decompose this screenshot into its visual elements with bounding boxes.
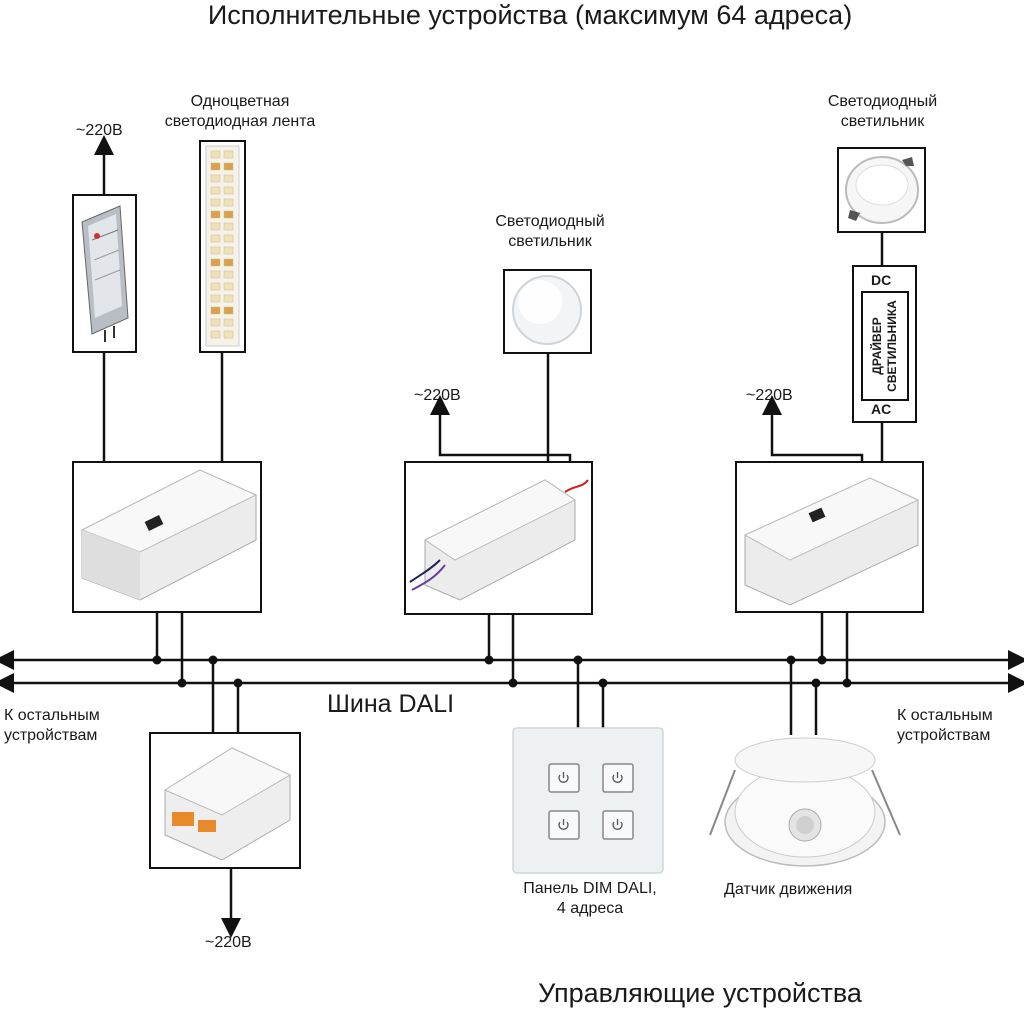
led-chip xyxy=(223,282,234,291)
led-chip xyxy=(223,270,234,279)
led-chip xyxy=(223,318,234,327)
led-chip xyxy=(223,258,234,267)
led-chip xyxy=(210,270,221,279)
left-edge-label: К остальным устройствам xyxy=(4,707,100,744)
dim-dali-panel-icon xyxy=(512,727,664,874)
led-chip xyxy=(210,306,221,315)
driver-ac-label: AC xyxy=(871,401,892,417)
dali-dimmer-icon xyxy=(409,479,589,601)
dali-bus-label: Шина DALI xyxy=(327,690,455,718)
led-chip xyxy=(210,162,221,171)
power-label-psu: ~220В xyxy=(76,122,123,139)
led-chip xyxy=(210,282,221,291)
motion-sensor-icon xyxy=(709,737,901,867)
led-chip xyxy=(223,234,234,243)
led-chip xyxy=(210,210,221,219)
led-chip xyxy=(210,330,221,339)
led-chip xyxy=(223,186,234,195)
led-chip xyxy=(210,234,221,243)
title-executive-devices: Исполнительные устройства (максимум 64 а… xyxy=(207,0,853,30)
led-chip xyxy=(223,222,234,231)
motion-sensor-label: Датчик движения xyxy=(724,881,853,898)
right-edge-label: К остальным устройствам xyxy=(897,707,993,744)
led-chip xyxy=(210,198,221,207)
led-chip xyxy=(223,330,234,339)
led-chip xyxy=(223,162,234,171)
panel-luminaire-icon xyxy=(512,275,582,345)
led-chip xyxy=(223,198,234,207)
led-chip xyxy=(210,186,221,195)
led-chip xyxy=(210,246,221,255)
panel-luminaire-label: Светодиодный светильник xyxy=(495,213,605,250)
led-strip-label: Одноцветная светодиодная лента xyxy=(164,93,316,130)
led-chip xyxy=(210,294,221,303)
led-chip xyxy=(223,294,234,303)
led-chip xyxy=(210,258,221,267)
led-chip xyxy=(210,222,221,231)
dali-controller-icon-2 xyxy=(743,477,920,606)
power-supply-icon xyxy=(81,205,129,342)
power-label-dali-psu: ~220В xyxy=(205,934,252,951)
downlight-icon xyxy=(845,156,919,224)
led-chip xyxy=(210,150,221,159)
led-chip xyxy=(223,174,234,183)
led-chip xyxy=(210,318,221,327)
dali-controller-icon xyxy=(80,469,258,601)
led-chip xyxy=(223,210,234,219)
led-chip xyxy=(223,246,234,255)
title-control-devices: Управляющие устройства xyxy=(538,978,862,1008)
led-chip xyxy=(210,174,221,183)
led-chip xyxy=(223,306,234,315)
driver-body-label: ДРАЙВЕР СВЕТИЛЬНИКА xyxy=(870,300,899,392)
driver-dc-label: DC xyxy=(871,272,892,288)
downlight-label: Светодиодный светильник xyxy=(827,93,938,130)
led-chip xyxy=(223,150,234,159)
power-label-controller-3: ~220В xyxy=(746,387,793,404)
dim-panel-label: Панель DIM DALI, 4 адреса xyxy=(523,880,657,917)
dali-power-supply-icon xyxy=(163,747,292,861)
power-label-controller-2: ~220В xyxy=(414,387,461,404)
